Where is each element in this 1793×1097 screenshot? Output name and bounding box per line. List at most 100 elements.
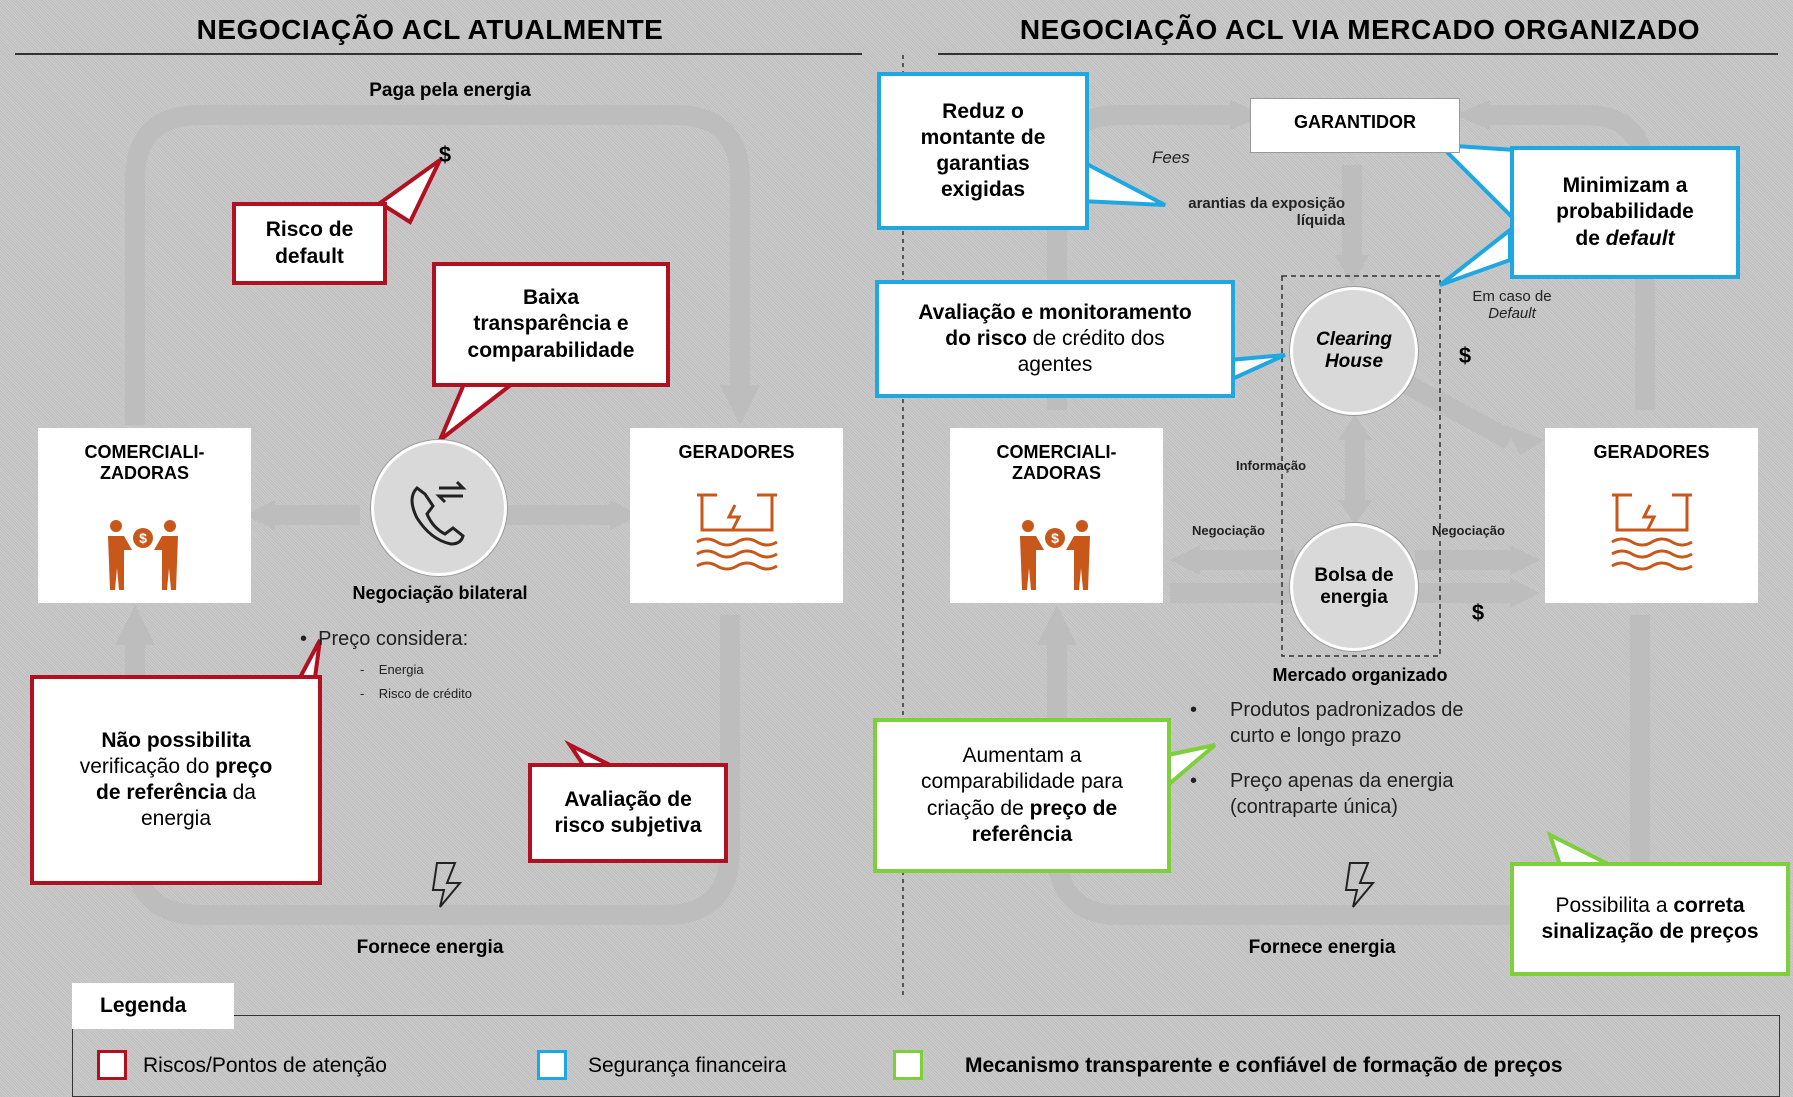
callout-avaliacao-subjetiva: Avaliação de risco subjetiva [528,763,728,863]
handshake-money-icon: $ [1020,520,1090,590]
left-bullet-sub2: - Risco de crédito [360,686,472,701]
mercado-organizado-label: Mercado organizado [1272,665,1448,685]
callout-avaliacao-line2: risco subjetiva [554,814,702,837]
legend-swatch-security [537,1050,567,1080]
comercializadoras-right-label-1: COMERCIALI- [996,442,1117,462]
clearing-line2: House [1324,351,1384,372]
callout-reduz-line3: garantias [936,152,1030,175]
right-dollar-bottom: $ [1471,600,1485,625]
callout-avmon-bold2: do risco [945,326,1027,350]
handshake-money-icon: $ [108,520,178,590]
negociacao-label-right: Negociação [1432,523,1505,538]
svg-text:$: $ [1051,530,1059,546]
legend-item-risk: Riscos/Pontos de atenção [143,1054,387,1077]
svg-text:$: $ [139,530,147,546]
callout-minimizam-line2: probabilidade [1556,200,1694,224]
callout-aumentam-bold2: referência [971,822,1073,846]
phone-exchange-icon [410,480,467,546]
callout-risco-line2: default [275,244,344,268]
legend-swatch-transparency [893,1050,923,1080]
left-top-label: Paga pela energia [369,80,531,101]
hydro-dam-icon [696,493,778,571]
garantidor-box: GARANTIDOR [1250,98,1460,153]
comercializadoras-right-box: COMERCIALI- ZADORAS $ [950,428,1163,603]
negociacao-label-left: Negociação [1192,523,1265,538]
right-bullet2-line2: (contraparte única) [1230,796,1398,818]
legend-swatch-risk [97,1050,127,1080]
callout-possibilita-bold1: correta [1673,893,1745,917]
callout-reduz-line2: montante de [920,125,1046,149]
em-caso-line1: Em caso de [1472,288,1552,305]
phone-circle [371,440,507,576]
callout-baixa-line2: transparência e [473,312,629,336]
comercializadoras-label-2: ZADORAS [100,463,189,483]
left-bullet-sub1-text: Energia [378,662,424,677]
callout-baixa-line1: Baixa [522,286,580,310]
geradores-right-label: GERADORES [1593,442,1710,462]
comercializadoras-right-label-2: ZADORAS [1012,463,1101,483]
callout-nao-text3: energia [140,807,212,831]
left-bottom-label: Fornece energia [356,937,504,958]
callout-minimizam-line3a: de [1575,226,1606,250]
right-heading: NEGOCIAÇÃO ACL VIA MERCADO ORGANIZADO [1019,14,1701,45]
garantias-line2: líquida [1296,212,1345,229]
informacao-label: Informação [1236,458,1307,473]
left-dollar: $ [438,142,452,167]
garantias-line1: arantias da exposição [1188,195,1345,212]
right-bullet2-line1: Preço apenas da energia [1230,770,1454,792]
left-bullet-main: • Preço considera: [300,628,469,650]
left-bullet-sub2-text: Risco de crédito [378,686,472,701]
legend-title: Legenda [72,983,234,1029]
left-heading-rule [15,53,862,55]
callout-minimizam-line1: Minimizam a [1562,174,1688,198]
callout-nao-text1: verificação do [79,754,216,778]
callout-avmon-text1: de crédito dos [1026,326,1165,350]
callout-avaliacao-line1: Avaliação de [564,787,692,811]
right-bullet1-line2: curto e longo prazo [1230,725,1402,747]
callout-possibilita-bold2: sinalização de preços [1541,920,1759,943]
fees-label: Fees [1152,148,1190,167]
bolsa-line2: energia [1320,587,1388,608]
callout-nao-bold1: Não possibilita [101,728,251,752]
callout-reduz-line1: Reduz o [942,99,1024,123]
right-heading-rule [938,53,1778,55]
comercializadoras-label-1: COMERCIALI- [84,442,205,462]
legend-item-transparency: Mecanismo transparente e confiável de fo… [965,1054,1563,1077]
callout-minimizam-line3b: default [1605,226,1675,250]
callout-aumentam-text1: Aumentam a [962,744,1082,767]
callout-aumentam-bold1: preço de [1029,796,1118,820]
right-dollar-top: $ [1458,343,1472,368]
callout-baixa-line3: comparabilidade [467,338,635,362]
clearing-line1: Clearing [1315,329,1393,350]
right-bullet-2: •Preço apenas da energia(contraparte úni… [1190,770,1454,818]
geradores-label: GERADORES [678,442,795,462]
geradores-left-box: GERADORES [630,428,843,603]
callout-avmon-bold1: Avaliação e monitoramento [918,300,1192,324]
callout-aumentam-text2: comparabilidade para [921,770,1123,794]
bolsa-line1: Bolsa de [1314,565,1394,586]
left-heading: NEGOCIAÇÃO ACL ATUALMENTE [196,14,664,45]
callout-nao-bold2: preço [215,754,273,778]
left-bullet-main-text: Preço considera: [318,628,469,650]
callout-nao-text2: da [226,781,256,804]
callout-nao-possibilita: Não possibilita verificação do preço de … [30,675,322,885]
left-bullet-sub1: - Energia [360,662,424,677]
negociacao-bilateral-label: Negociação bilateral [352,583,528,603]
right-bottom-label: Fornece energia [1248,937,1396,958]
callout-possibilita-text1: Possibilita a [1555,893,1674,917]
callout-reduz-line4: exigidas [940,178,1026,202]
callout-aumentam-text3: criação de [926,796,1030,820]
callout-risco-line1: Risco de [265,218,354,242]
callout-possibilita-sinalizacao: Possibilita a correta sinalização de preç… [1510,862,1790,976]
